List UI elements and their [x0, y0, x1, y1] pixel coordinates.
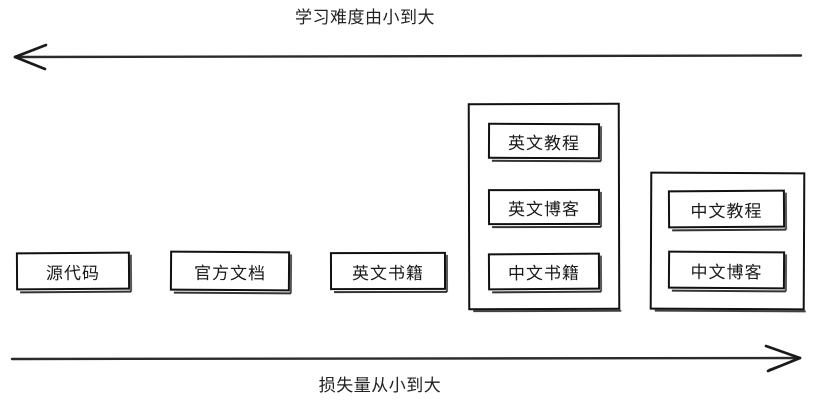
top-axis-label: 学习难度由小到大: [295, 8, 435, 28]
arrow-left-icon: [13, 43, 803, 71]
bottom-axis-label: 损失量从小到大: [318, 376, 442, 396]
node-english-blogs[interactable]: 英文博客: [487, 188, 601, 226]
node-chinese-books[interactable]: 中文书籍: [487, 252, 601, 291]
node-source-code[interactable]: 源代码: [15, 251, 131, 291]
node-english-tutorials[interactable]: 英文教程: [487, 122, 601, 160]
node-chinese-blogs[interactable]: 中文博客: [667, 250, 786, 290]
node-official-docs[interactable]: 官方文档: [169, 250, 291, 292]
node-english-books[interactable]: 英文书籍: [329, 251, 447, 291]
node-chinese-tutorials[interactable]: 中文教程: [667, 189, 786, 229]
